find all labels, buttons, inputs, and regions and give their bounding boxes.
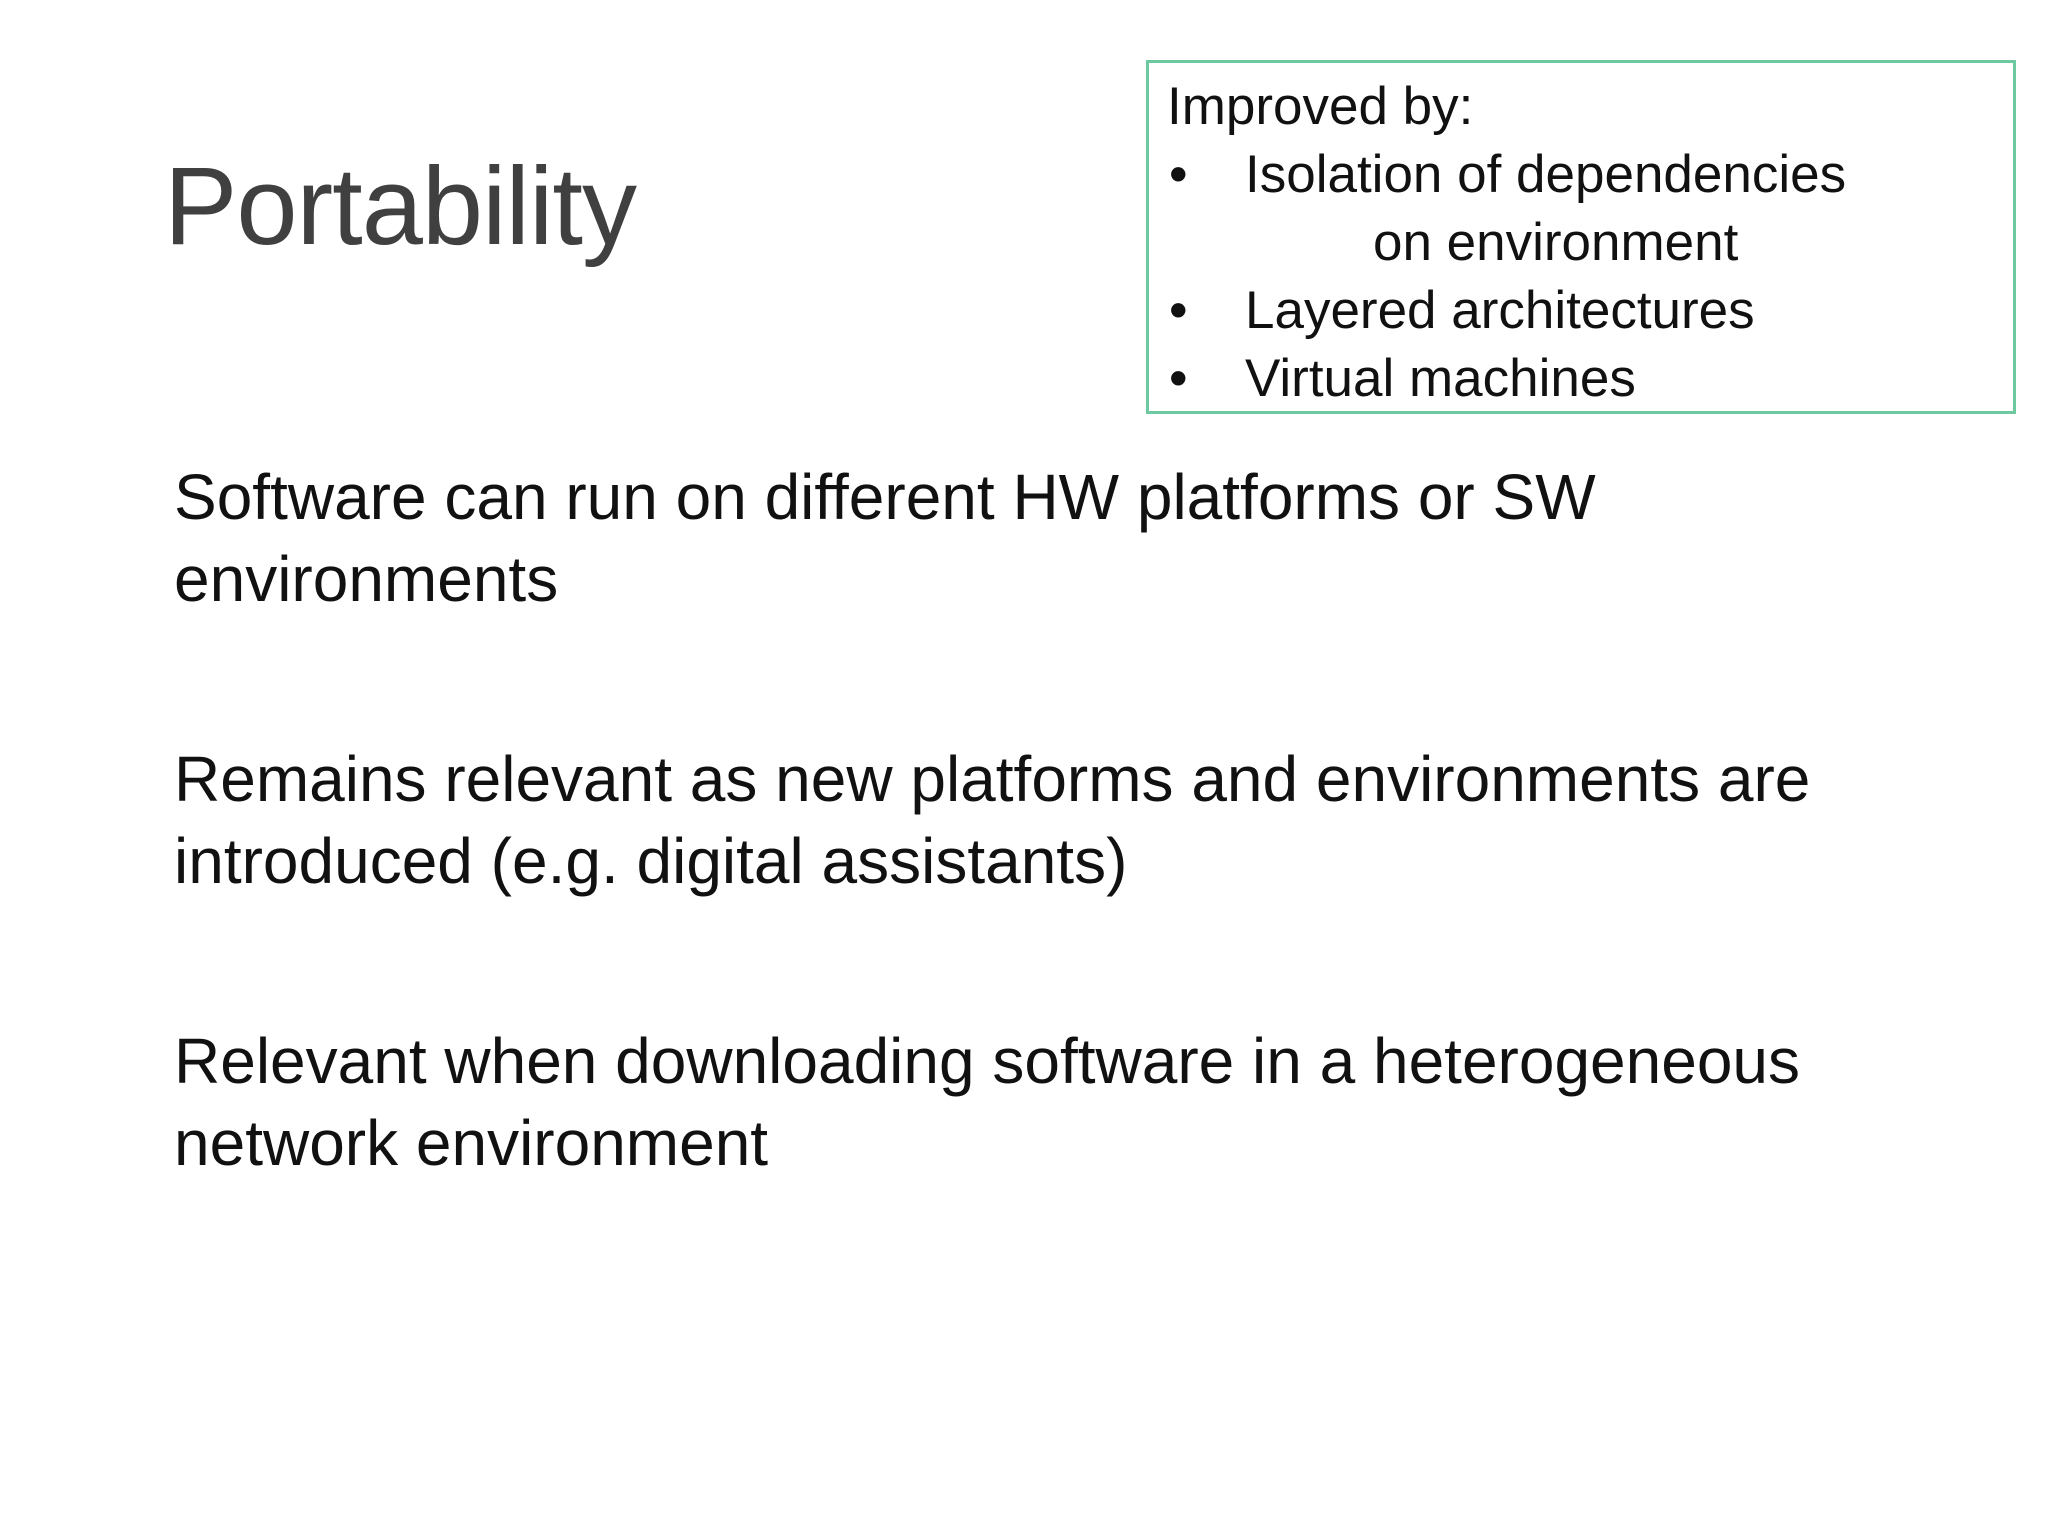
list-item-text: Virtual machines xyxy=(1245,349,1636,408)
list-item: • Virtual machines xyxy=(1167,345,1997,413)
slide-title: Portability xyxy=(164,145,637,268)
callout-heading: Improved by: xyxy=(1167,77,1474,136)
list-item-text: Layered architectures xyxy=(1245,281,1755,340)
body-text: Software can run on different HW platfor… xyxy=(174,456,1974,1302)
bullet-icon: • xyxy=(1169,281,1188,340)
bullet-icon: • xyxy=(1169,145,1188,204)
paragraph-remains-relevant: Remains relevant as new platforms and en… xyxy=(174,743,1811,897)
list-item: • Layered architectures xyxy=(1167,277,1997,345)
list-item-continuation: on environment xyxy=(1373,213,1739,272)
list-item-text: Isolation of dependencies xyxy=(1245,145,1847,204)
paragraph-downloading-software: Relevant when downloading software in a … xyxy=(174,1025,1800,1179)
paragraph-software-portability: Software can run on different HW platfor… xyxy=(174,461,1596,615)
callout-box: Improved by: • Isolation of dependencies… xyxy=(1146,60,2016,414)
list-item: • Isolation of dependencies on environme… xyxy=(1167,141,1997,277)
callout-list: • Isolation of dependencies on environme… xyxy=(1167,141,1997,413)
bullet-icon: • xyxy=(1169,349,1188,408)
